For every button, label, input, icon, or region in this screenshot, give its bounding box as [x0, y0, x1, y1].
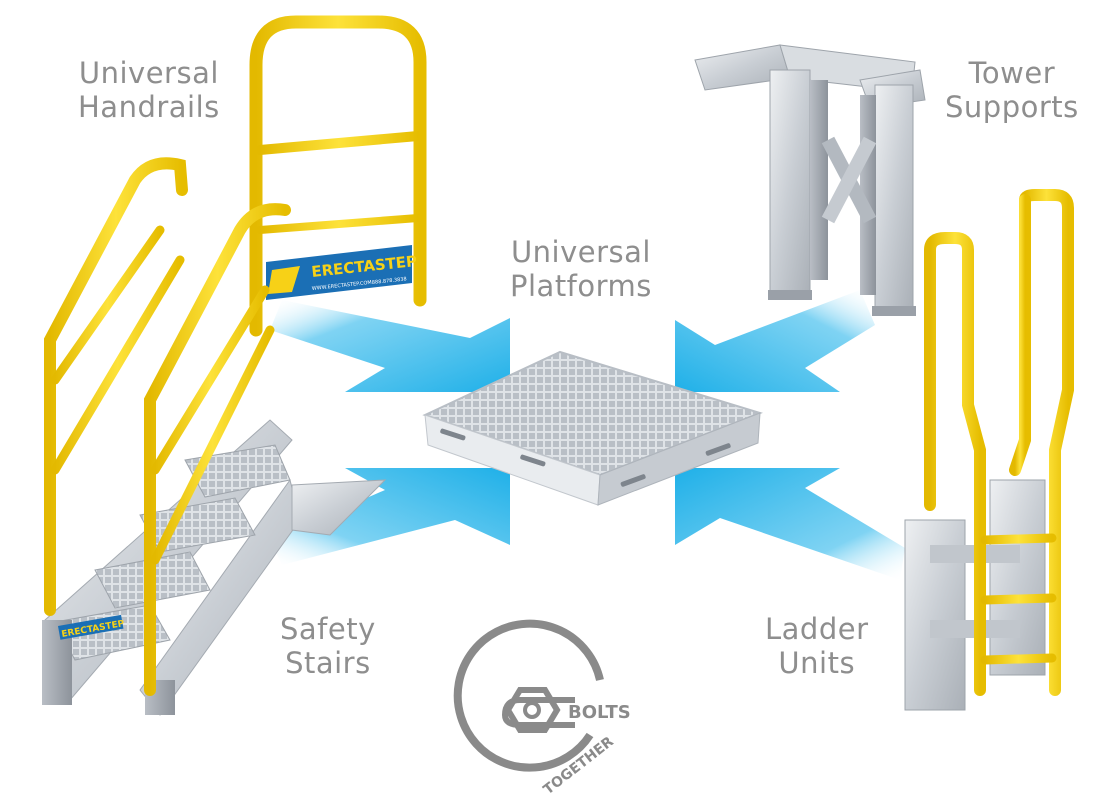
- label-universal-platforms: Universal Platforms: [510, 235, 652, 303]
- label-ladders-line2: Units: [778, 646, 856, 680]
- label-stairs-line2: Stairs: [285, 646, 371, 680]
- ladder-unit: [904, 479, 1046, 711]
- bolts-together-logo: BOLTS TOGETHER: [453, 619, 631, 798]
- tower-support: [694, 44, 926, 316]
- universal-platform: [422, 350, 764, 506]
- label-ladders-line1: Ladder: [765, 612, 869, 646]
- label-platforms-line1: Universal: [510, 235, 651, 269]
- arrow-top-right: [675, 290, 875, 392]
- handrail-sign-phone: 888.878.3838: [372, 276, 407, 286]
- label-platforms-line2: Platforms: [510, 269, 652, 303]
- arrow-bottom-left: [270, 468, 510, 565]
- universal-handrail: [249, 15, 427, 337]
- handrail-sign: ERECTASTEP WWW.ERECTASTEP.COM 888.878.38…: [266, 245, 418, 300]
- logo-word-bolts: BOLTS: [568, 702, 631, 723]
- arrow-bottom-right: [675, 468, 905, 580]
- hex-nut-icon: [504, 687, 561, 733]
- label-safety-stairs: Safety Stairs: [280, 612, 376, 680]
- label-towers-line2: Supports: [945, 90, 1079, 124]
- label-tower-supports: Tower Supports: [945, 56, 1079, 124]
- stair-handrails: [44, 157, 291, 696]
- label-handrails-line1: Universal: [78, 56, 219, 90]
- label-universal-handrails: Universal Handrails: [78, 56, 220, 124]
- arrow-top-left: [270, 300, 510, 392]
- safety-stairs: ERECTASTEP: [42, 419, 387, 716]
- ladder-rails: [924, 189, 1074, 696]
- arrows: [270, 290, 905, 580]
- label-ladder-units: Ladder Units: [765, 612, 869, 680]
- label-handrails-line2: Handrails: [78, 90, 220, 124]
- label-towers-line1: Tower: [968, 56, 1056, 90]
- label-stairs-line1: Safety: [280, 612, 376, 646]
